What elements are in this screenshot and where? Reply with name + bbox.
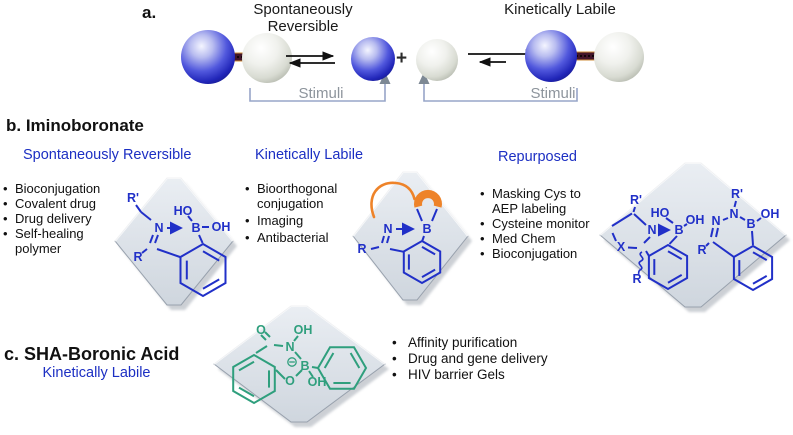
stimuli-arrowhead-right — [418, 72, 430, 84]
list-item: Bioconjugation — [480, 246, 596, 261]
stimuli-bracket-right — [423, 80, 578, 102]
atom-label: N — [647, 223, 656, 237]
structure-iminoboronate-open-labels: R' HO OH N B R — [127, 191, 230, 264]
atom-label: B — [746, 217, 755, 231]
list-item: HIV barrier Gels — [390, 367, 570, 383]
panel-a-label: a. — [142, 3, 157, 22]
atom-label: R — [133, 250, 142, 264]
atom-label: N — [729, 207, 738, 221]
column-header-repurposed: Repurposed — [498, 149, 577, 165]
structure-diazaborine-labels: R' N N B OH R — [697, 187, 779, 257]
atom-label: B — [674, 223, 683, 237]
atom-label: X — [617, 240, 626, 254]
list-item: Masking Cys to AEP labeling — [480, 186, 596, 216]
atom-label: N — [383, 222, 392, 236]
atom-label: O — [285, 374, 295, 388]
atom-label: OH — [686, 213, 705, 227]
blue-sphere — [525, 30, 577, 82]
list-item: Self-healing polymer — [3, 226, 107, 256]
atom-label: B — [300, 359, 309, 373]
atom-label: R — [697, 243, 706, 257]
plus-sign: + — [396, 48, 408, 69]
panel-b-title: b. Iminoboronate — [6, 116, 144, 135]
list-item: Cysteine monitor — [480, 216, 596, 231]
macrocycle-arc — [414, 189, 442, 208]
atom-label: OH — [308, 375, 327, 389]
structure-sha-boronate-labels: O OH N B O OH — [256, 323, 326, 389]
hexagon-highlight — [599, 162, 787, 236]
panel-c-subtitle: Kinetically Labile — [42, 365, 151, 381]
stimuli-bracket-left — [249, 80, 386, 102]
atom-label: N — [154, 221, 163, 235]
atom-label: HO — [174, 204, 193, 218]
atom-label: B — [191, 221, 200, 235]
structure-sha-boronate — [232, 331, 368, 405]
list-item: Affinity purification — [390, 335, 570, 351]
structure-thiazolidine-boronate — [611, 206, 689, 291]
list-item: Bioorthogonal conjugation — [245, 181, 357, 211]
blue-sphere-free — [351, 37, 395, 81]
equilibrium-arrows-left — [286, 51, 335, 68]
list-item: Antibacterial — [245, 230, 355, 245]
gray-sphere-free — [416, 39, 458, 81]
atom-label: N — [711, 214, 720, 228]
squiggle-bond — [637, 251, 644, 275]
bullet-list-spontaneously-reversible: Bioconjugation Covalent drug Drug delive… — [3, 181, 121, 256]
hexagon-tile-3 — [599, 162, 787, 308]
list-item: Bioconjugation — [3, 181, 121, 196]
blue-sphere — [181, 30, 235, 84]
bullet-list-sha: Affinity purification Drug and gene deli… — [390, 335, 570, 383]
structure-thiazolidine-boronate-labels: R' HO OH N B X R — [617, 193, 705, 286]
right-equilibrium-label: Kinetically Labile — [504, 1, 616, 18]
stimuli-label-left: Stimuli — [298, 85, 344, 102]
list-item: Med Chem — [480, 231, 596, 246]
structure-diazaborine — [705, 200, 774, 292]
structure-iminoboronate-cyclic — [370, 208, 442, 285]
atom-label: O — [256, 323, 266, 337]
equilibrium-arrows-right — [468, 49, 538, 67]
gray-sphere — [594, 32, 644, 82]
column-header-kinetically-labile: Kinetically Labile — [255, 147, 364, 163]
benzene-ring — [647, 243, 689, 291]
minus-charge-icon — [287, 357, 297, 367]
list-item: Imaging — [245, 213, 355, 228]
left-equilibrium-label: Spontaneously Reversible — [253, 1, 353, 35]
panel-c-title: c. SHA-Boronic Acid — [4, 344, 180, 364]
atom-label: OH — [212, 220, 231, 234]
structure-iminoboronate-cyclic-labels: N B R — [357, 222, 431, 256]
atom-label: R' — [731, 187, 743, 201]
gray-sphere — [242, 33, 292, 83]
list-item: Covalent drug — [3, 196, 121, 211]
atom-label: OH — [761, 207, 780, 221]
benzene-ring — [232, 353, 276, 405]
atom-label: B — [422, 222, 431, 236]
phenyl-ring — [316, 346, 368, 390]
bullet-list-kinetically-labile: Bioorthogonal conjugation Imaging Antiba… — [245, 181, 355, 245]
atom-label: N — [285, 340, 294, 354]
list-item: Drug delivery — [3, 211, 121, 226]
benzene-ring — [732, 244, 774, 292]
atom-label: HO — [651, 206, 670, 220]
structure-iminoboronate-open — [135, 204, 227, 298]
atom-label: R — [632, 272, 641, 286]
hexagon-tiles — [114, 162, 790, 427]
stimuli-label-right: Stimuli — [530, 85, 576, 102]
atom-label: R' — [630, 193, 642, 207]
atom-label: R — [357, 242, 366, 256]
macrocycle-tether-curve — [370, 181, 416, 219]
hexagon-highlight — [352, 171, 469, 237]
hexagon-highlight — [213, 305, 386, 365]
benzene-ring — [179, 242, 227, 298]
benzene-ring — [402, 239, 442, 285]
atom-label: R' — [127, 191, 139, 205]
atom-label: OH — [294, 323, 313, 337]
stimuli-arrowhead-left — [379, 72, 391, 84]
list-item: Drug and gene delivery — [390, 351, 570, 367]
panel-a-scheme — [181, 30, 644, 102]
column-header-spontaneously-reversible: Spontaneously Reversible — [23, 147, 192, 163]
hexagon-highlight — [114, 177, 234, 242]
bullet-list-repurposed: Masking Cys to AEP labeling Cysteine mon… — [480, 186, 596, 261]
